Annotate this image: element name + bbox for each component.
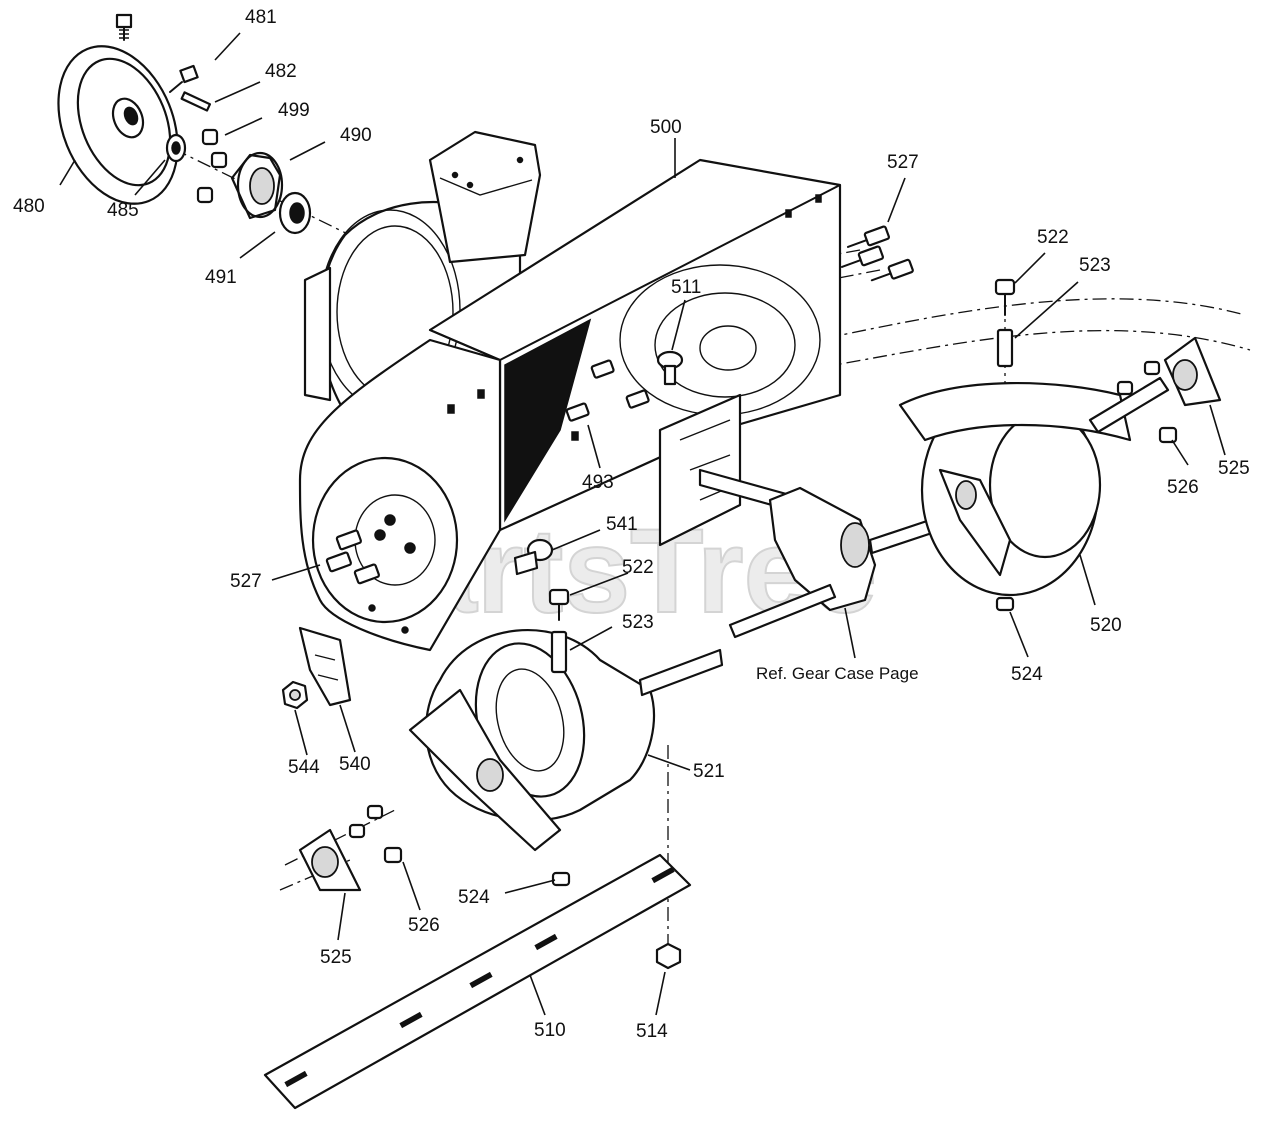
callout-540: 540 <box>339 754 371 775</box>
callout-491: 491 <box>205 267 237 288</box>
callout-522-mid: 522 <box>622 557 654 578</box>
bolts-493 <box>565 359 650 422</box>
callout-520: 520 <box>1090 615 1122 636</box>
callout-523-top: 523 <box>1079 255 1111 276</box>
bolt-522-mid <box>548 588 570 621</box>
callout-525-left: 525 <box>320 947 352 968</box>
bolt-481b <box>169 64 199 93</box>
callout-labels: 481 482 499 490 480 485 491 500 527 522 … <box>13 7 1250 1042</box>
gearcase-assembly <box>658 393 934 639</box>
nut-526-left <box>383 846 403 864</box>
callout-544: 544 <box>288 757 320 778</box>
callout-527-left: 527 <box>230 571 262 592</box>
callout-523-mid: 523 <box>622 612 654 633</box>
bearing-flange-525-right <box>1116 336 1222 407</box>
callout-522-top: 522 <box>1037 227 1069 248</box>
bolts-527-top <box>840 225 914 282</box>
callout-526-right: 526 <box>1167 477 1199 498</box>
callout-514: 514 <box>636 1021 668 1042</box>
key-482 <box>180 91 212 112</box>
flange-490 <box>230 151 284 220</box>
auger-521 <box>408 629 724 852</box>
carriage-bolt-511 <box>656 350 684 386</box>
callout-500: 500 <box>650 117 682 138</box>
leader-lines <box>59 32 1226 1016</box>
callout-499: 499 <box>278 100 310 121</box>
nut-524-bottom <box>551 871 571 887</box>
callout-510: 510 <box>534 1020 566 1041</box>
nuts-499 <box>196 128 228 204</box>
callout-490: 490 <box>340 125 372 146</box>
pulley-480 <box>57 45 179 205</box>
bearing-491 <box>278 191 312 235</box>
callout-524-bottom: 524 <box>458 887 490 908</box>
nut-514 <box>655 942 682 970</box>
callout-481: 481 <box>245 7 277 28</box>
callout-485: 485 <box>107 200 139 221</box>
skid-540 <box>298 626 352 707</box>
gear-case-reference-note: Ref. Gear Case Page <box>756 664 919 683</box>
scraper-bar-510 <box>263 853 692 1110</box>
callout-480: 480 <box>13 196 45 217</box>
bolt-481 <box>115 13 133 41</box>
bolt-541 <box>513 538 554 576</box>
housing-500 <box>298 130 842 652</box>
callout-482: 482 <box>265 61 297 82</box>
bearing-485 <box>165 133 187 163</box>
bolt-522-top <box>994 278 1016 316</box>
nut-526-right <box>1158 426 1178 444</box>
callout-493: 493 <box>582 472 614 493</box>
callout-541: 541 <box>606 514 638 535</box>
auger-520 <box>898 376 1170 597</box>
callout-521: 521 <box>693 761 725 782</box>
nut-524-right <box>995 596 1015 612</box>
callout-511: 511 <box>671 277 701 298</box>
bolts-527-left <box>325 529 380 585</box>
callout-526-left: 526 <box>408 915 440 936</box>
callout-524-right: 524 <box>1011 664 1043 685</box>
bearing-flange-525-left <box>298 804 384 892</box>
spacer-523-mid <box>550 630 568 674</box>
nut-544 <box>281 680 309 710</box>
callout-527-top: 527 <box>887 152 919 173</box>
spacer-523-top <box>996 328 1014 368</box>
callout-525-right: 525 <box>1218 458 1250 479</box>
